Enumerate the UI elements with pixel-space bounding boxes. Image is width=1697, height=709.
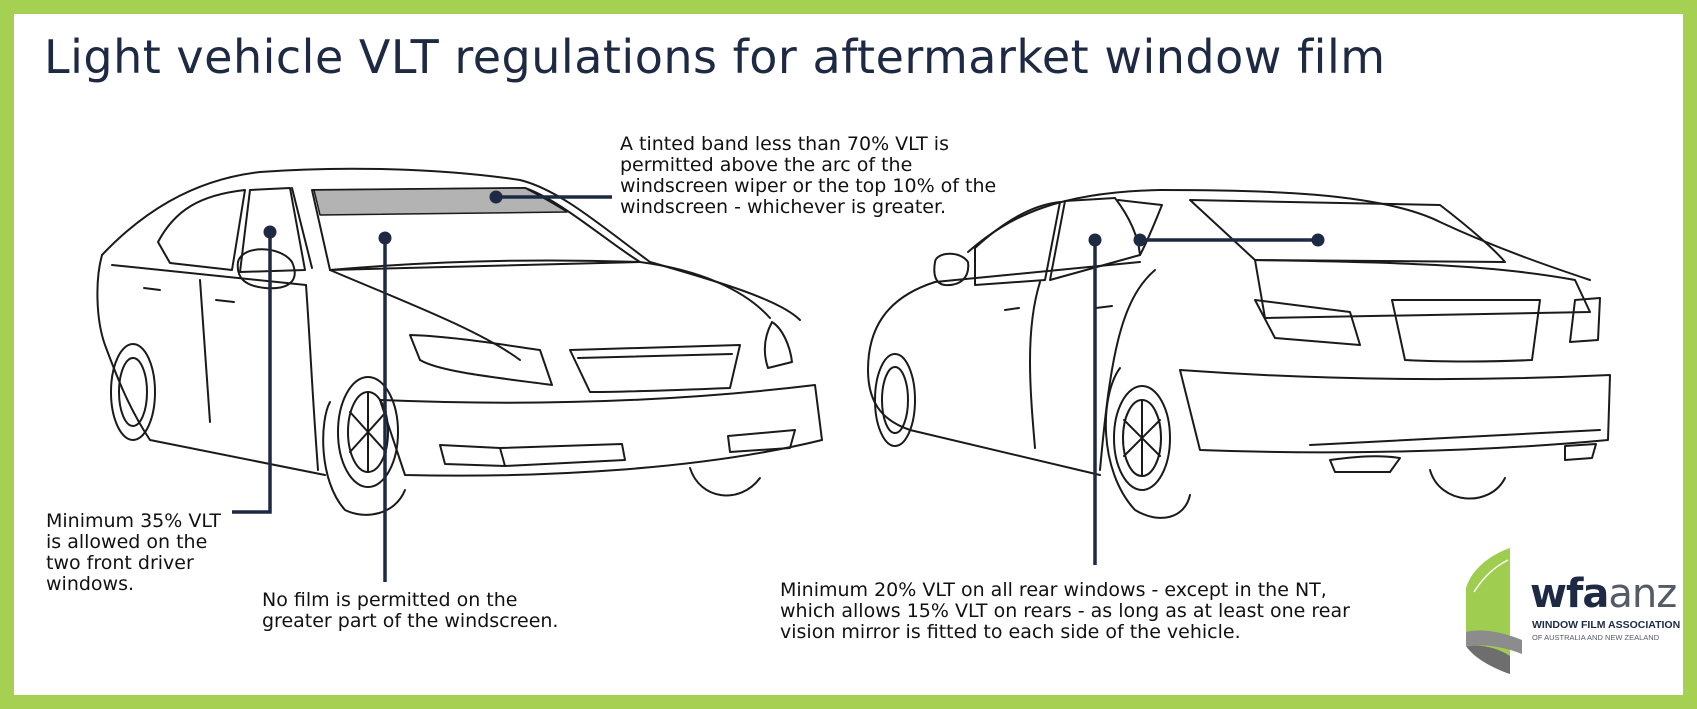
logo-mark-icon [1466, 548, 1522, 674]
leader-dots [263, 190, 1325, 247]
front-car-illustration [96, 167, 823, 516]
page-title: Light vehicle VLT regulations for afterm… [44, 30, 1386, 84]
callout-windscreen: No film is permitted on the greater part… [262, 589, 559, 632]
rear-car-illustration [867, 189, 1611, 519]
leader-lines [232, 195, 1318, 582]
logo-subtagline: OF AUSTRALIA AND NEW ZEALAND [1532, 633, 1660, 642]
leader-front-windows [232, 232, 272, 514]
logo-wordmark: wfaanz [1530, 571, 1677, 617]
callout-front-windows: Minimum 35% VLT is allowed on the two fr… [46, 510, 221, 595]
logo-tagline: WINDOW FILM ASSOCIATION [1532, 619, 1681, 631]
callout-windscreen-band: A tinted band less than 70% VLT is permi… [620, 133, 997, 218]
wfaanz-logo: wfaanz WINDOW FILM ASSOCIATION OF AUSTRA… [1462, 548, 1680, 678]
callout-rear-windows: Minimum 20% VLT on all rear windows - ex… [780, 579, 1350, 643]
